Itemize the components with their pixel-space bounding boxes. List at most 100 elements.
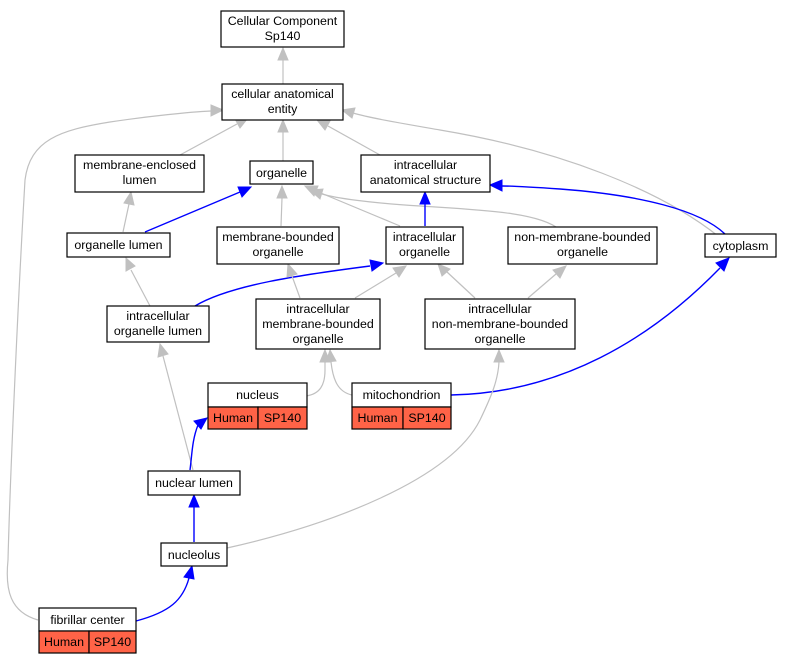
arrowhead [419, 190, 431, 205]
edge-mel-to-cae [179, 123, 238, 156]
edge-inmbo-to-io [446, 271, 476, 299]
arrowhead [552, 265, 567, 279]
node-label: lumen [123, 173, 157, 187]
annotation-gene-cell [88, 630, 137, 654]
annotation-gene-cell [402, 406, 452, 430]
edge-nl-to-nucleus [189, 424, 199, 471]
node-organelle-lumen[interactable]: organelle lumen [66, 232, 171, 258]
arrowhead [157, 342, 169, 358]
node-intracellular-organelle[interactable]: intracellular organelle [385, 226, 464, 265]
node-label: mitochondrion [363, 388, 441, 402]
annotation-species-label: Human [358, 411, 398, 425]
edge-cytoplasm-to-cae [352, 112, 719, 237]
edge-nucleus-to-imbo [305, 362, 326, 397]
node-intracellular-non-membrane-bounded-organelle[interactable]: intracellular non-membrane-bounded organ… [424, 298, 576, 350]
edge-io-to-organelle [315, 190, 401, 227]
node-fibrillar-center[interactable]: fibrillar center Human SP140 [38, 607, 137, 654]
node-cellular-anatomical-entity[interactable]: cellular anatomical entity [221, 83, 344, 121]
node-label: Sp140 [265, 29, 301, 43]
node-label: organelle [253, 245, 304, 259]
edge-ol-to-mel [122, 203, 130, 233]
nodes: Cellular Component Sp140 cellular anatom… [38, 10, 777, 654]
node-non-membrane-bounded-organelle[interactable]: non-membrane-bounded organelle [507, 226, 658, 265]
node-nuclear-lumen[interactable]: nuclear lumen [147, 470, 241, 496]
node-label: non-membrane-bounded [514, 230, 650, 244]
edges [6, 46, 730, 622]
edge-inmbo-to-nmbo [527, 273, 557, 299]
annotation-gene-label: SP140 [264, 411, 301, 425]
arrowhead [237, 186, 253, 198]
node-organelle[interactable]: organelle [249, 160, 314, 185]
arrowhead [210, 104, 225, 117]
node-label: entity [268, 102, 298, 116]
node-nucleus[interactable]: nucleus Human SP140 [207, 382, 308, 430]
node-label: nuclear lumen [155, 476, 233, 490]
node-label: nucleolus [168, 548, 220, 562]
arrowhead [308, 188, 324, 200]
node-label: organelle lumen [74, 238, 162, 252]
edge-imbo-to-io [354, 272, 397, 299]
edge-iol-to-io [194, 265, 371, 307]
node-membrane-enclosed-lumen[interactable]: membrane-enclosed lumen [74, 154, 205, 193]
arrowhead [286, 262, 298, 278]
arrowhead [125, 256, 136, 272]
arrowhead [493, 348, 505, 363]
node-label: Cellular Component [228, 14, 338, 28]
node-label: nucleus [236, 388, 279, 402]
node-label: anatomical structure [370, 173, 482, 187]
node-mitochondrion[interactable]: mitochondrion Human SP140 [351, 382, 452, 430]
node-label: intracellular [126, 309, 189, 323]
arrowhead [188, 493, 200, 508]
edge-ol-to-organelle [144, 191, 241, 233]
arrowhead [437, 263, 451, 277]
edge-nmbo-to-organelle [321, 193, 561, 231]
annotation-gene-label: SP140 [408, 411, 445, 425]
annotation-species-label: Human [44, 635, 84, 649]
node-intracellular-anatomical-structure[interactable]: intracellular anatomical structure [360, 154, 491, 193]
arrowhead [715, 257, 730, 272]
node-label: intracellular [394, 158, 457, 172]
arrowhead [340, 107, 356, 119]
arrowhead [277, 46, 289, 61]
arrowhead [315, 119, 331, 131]
node-nucleolus[interactable]: nucleolus [160, 542, 228, 567]
arrowhead [392, 265, 408, 278]
arrowhead [123, 190, 135, 206]
node-label: membrane-enclosed [83, 158, 196, 172]
edge-iol-to-ol [130, 269, 151, 307]
arrowhead [276, 184, 288, 199]
node-label: organelle [293, 332, 344, 346]
edge-nl-to-iol [162, 355, 194, 471]
arrowhead [277, 118, 289, 133]
node-label: organelle lumen [114, 324, 202, 338]
node-label: membrane-bounded [262, 317, 374, 331]
annotation-gene-label: SP140 [94, 635, 131, 649]
arrowhead [183, 564, 195, 580]
edge-ias-to-cae [327, 125, 381, 156]
node-label: fibrillar center [50, 613, 124, 627]
node-label: intracellular [393, 230, 456, 244]
node-label: organelle [557, 245, 608, 259]
node-label: organelle [475, 332, 526, 346]
node-intracellular-organelle-lumen[interactable]: intracellular organelle lumen [106, 305, 210, 343]
node-label: membrane-bounded [222, 230, 334, 244]
arrowhead [325, 348, 337, 363]
arrowhead [369, 259, 385, 272]
node-cellular-component-root[interactable]: Cellular Component Sp140 [220, 10, 345, 48]
arrowhead [488, 179, 503, 192]
node-membrane-bounded-organelle[interactable]: membrane-bounded organelle [216, 226, 340, 265]
node-label: intracellular [468, 302, 531, 316]
node-intracellular-membrane-bounded-organelle[interactable]: intracellular membrane-bounded organelle [255, 298, 381, 350]
edge-cytoplasm-to-ias [501, 185, 726, 235]
arrowhead [193, 417, 208, 430]
edge-nucleolus-to-inmbo [226, 361, 500, 549]
node-label: non-membrane-bounded [432, 317, 568, 331]
node-label: intracellular [286, 302, 349, 316]
node-label: cytoplasm [713, 239, 769, 253]
annotation-gene-cell [257, 406, 308, 430]
node-label: organelle [399, 245, 450, 259]
edge-mito-to-imbo [330, 361, 353, 396]
node-label: organelle [256, 166, 307, 180]
node-cytoplasm[interactable]: cytoplasm [704, 233, 777, 258]
